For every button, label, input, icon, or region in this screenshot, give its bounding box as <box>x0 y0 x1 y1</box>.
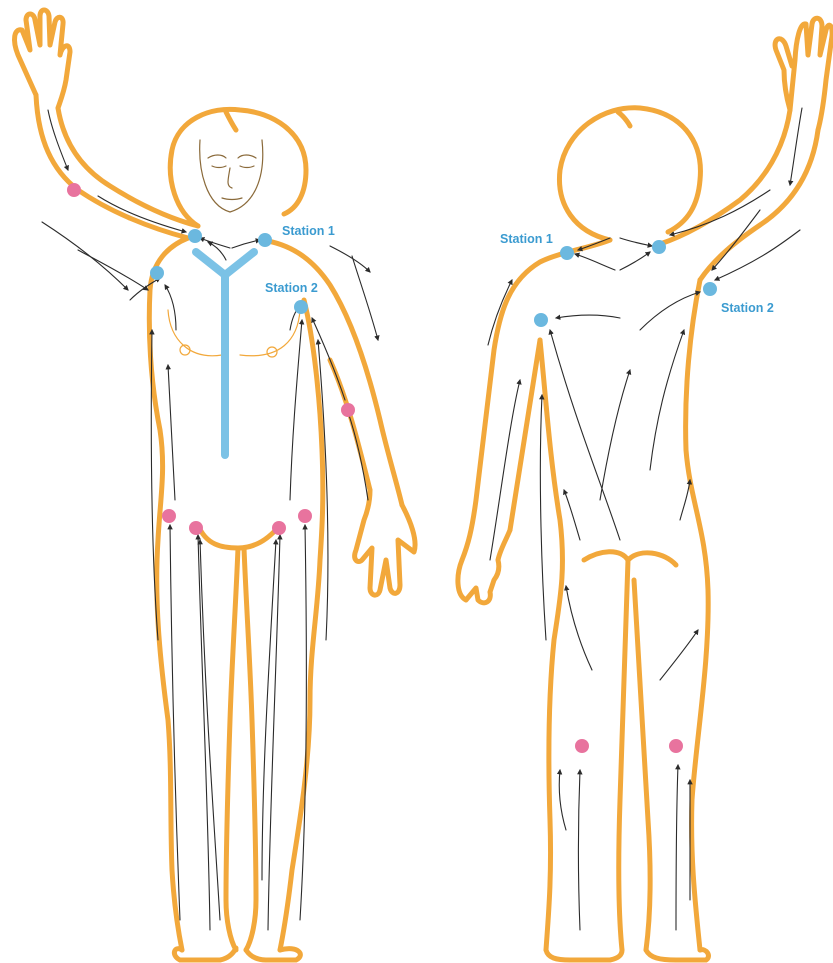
back-figure: Station 1 Station 2 <box>458 18 832 960</box>
front-elbow-left-node <box>67 183 81 197</box>
back-station-2-label: Station 2 <box>721 301 774 315</box>
front-face <box>200 140 263 212</box>
back-station-1-label: Station 1 <box>500 232 553 246</box>
front-elbow-right-node <box>341 403 355 417</box>
front-groin-node-1 <box>162 509 176 523</box>
front-station-1-right-dot <box>258 233 272 247</box>
back-knee-left-node <box>575 739 589 753</box>
back-axilla-left-dot <box>534 313 548 327</box>
front-station-2-dot <box>294 300 308 314</box>
front-station-1-left-dot <box>188 229 202 243</box>
front-figure: Station 1 Station 2 <box>15 10 416 960</box>
back-body-outline <box>458 18 832 960</box>
back-station-1-dot <box>560 246 574 260</box>
front-groin-node-2 <box>189 521 203 535</box>
back-neck-right-dot <box>652 240 666 254</box>
back-knee-right-node <box>669 739 683 753</box>
front-station-1-label: Station 1 <box>282 224 335 238</box>
front-groin-node-3 <box>272 521 286 535</box>
back-station-2-dot <box>703 282 717 296</box>
front-chest <box>168 310 300 357</box>
front-axilla-left-dot <box>150 266 164 280</box>
front-groin-node-4 <box>298 509 312 523</box>
front-station-2-label: Station 2 <box>265 281 318 295</box>
front-body-outline <box>15 10 416 960</box>
thoracic-duct <box>196 252 254 455</box>
